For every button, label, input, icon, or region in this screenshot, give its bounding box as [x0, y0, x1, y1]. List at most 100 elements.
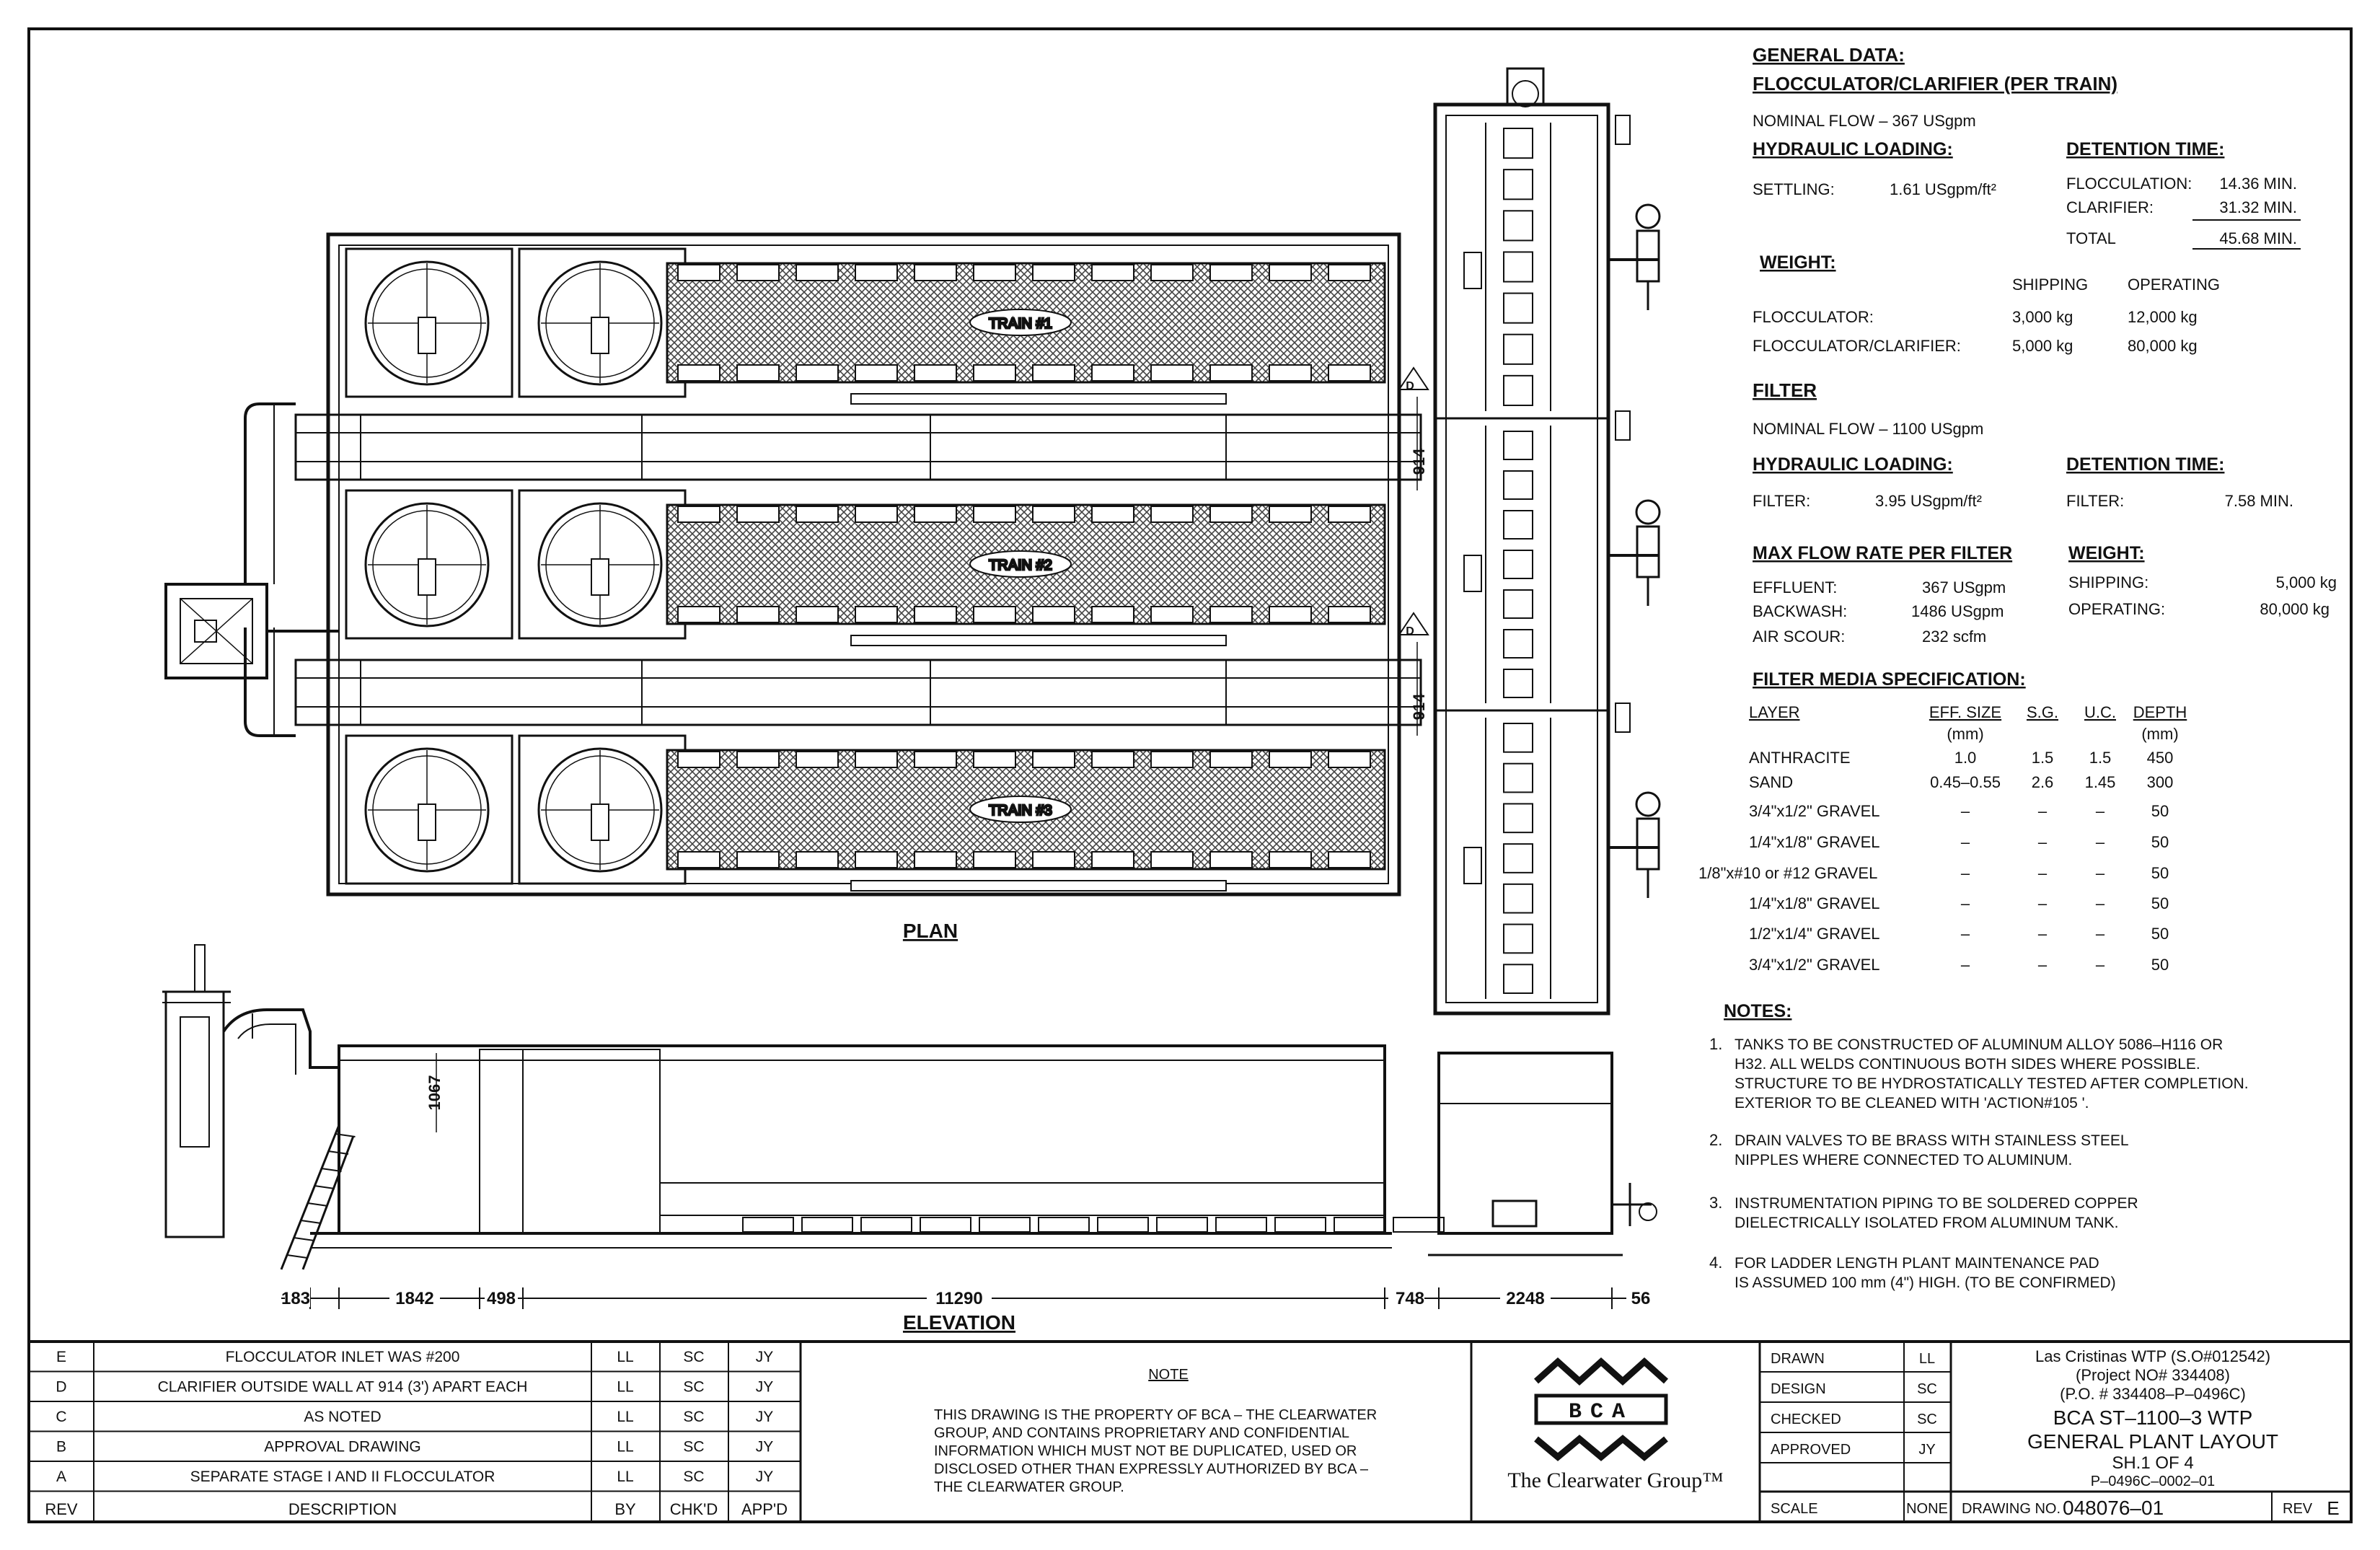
note-line: STRUCTURE TO BE HYDROSTATICALLY TESTED A… — [1735, 1075, 2249, 1092]
valve-body — [1636, 817, 1660, 871]
media-uc: – — [2096, 833, 2105, 851]
inlet-stand — [164, 990, 225, 1238]
media-uc: 1.45 — [2085, 773, 2116, 791]
flocculation-value: 14.36 MIN. — [2219, 175, 2297, 193]
rev-header-by: BY — [614, 1500, 636, 1518]
rev-header-desc: DESCRIPTION — [288, 1500, 397, 1518]
backwash-value: 1486 USgpm — [1911, 602, 2004, 620]
note-block-line: DISCLOSED OTHER THAN EXPRESSLY AUTHORIZE… — [934, 1461, 1369, 1477]
settling-label: SETTLING: — [1753, 180, 1835, 198]
filter-operating-label: OPERATING: — [2068, 600, 2165, 618]
weight-row-1-oper: 12,000 kg — [2128, 308, 2198, 326]
media-eff-size: – — [1961, 956, 1970, 974]
filter-lateral — [1503, 669, 1533, 698]
filter-load-label: FILTER: — [1753, 492, 1810, 510]
media-layer: 1/4"x1/8" GRAVEL — [1749, 894, 1880, 912]
filter-shipping-label: SHIPPING: — [2068, 573, 2148, 591]
filter-operating-value: 80,000 kg — [2260, 600, 2330, 618]
filter-lateral — [1503, 510, 1533, 540]
tank-outline — [326, 232, 1401, 897]
rev-value: E — [2327, 1497, 2339, 1519]
dim-2248: 2248 — [1506, 1289, 1544, 1308]
media-uc: 1.5 — [2089, 749, 2112, 767]
filter-lateral — [1503, 210, 1533, 242]
rev-description: AS NOTED — [304, 1409, 381, 1425]
media-eff-size: 0.45–0.55 — [1930, 773, 2001, 791]
filter-weight-heading: WEIGHT: — [2068, 543, 2145, 563]
filter-lateral — [1503, 629, 1533, 659]
rev-letter: D — [56, 1379, 66, 1396]
media-depth: 50 — [2151, 802, 2169, 820]
clarifier-label: CLARIFIER: — [2066, 198, 2154, 216]
bca-logo-mark — [1533, 1357, 1669, 1461]
filter-lateral — [1503, 251, 1533, 283]
project-number: (Project NO# 334408) — [2076, 1366, 2230, 1384]
marker-d-1 — [1398, 366, 1429, 390]
rev-approved: JY — [756, 1468, 774, 1485]
marker-d-label-1: D — [1406, 380, 1414, 392]
filter-lateral — [1503, 292, 1533, 324]
train-label: TRAIN #2 — [989, 558, 1052, 573]
filter-shipping-value: 5,000 kg — [2276, 573, 2337, 591]
rev-approved: JY — [756, 1379, 774, 1396]
elev-height-dim: 1067 — [426, 1075, 444, 1111]
flocculator-heading: FLOCCULATOR/CLARIFIER (PER TRAIN) — [1753, 73, 2117, 94]
media-eff-size: – — [1961, 864, 1970, 882]
signoff-initials: SC — [1917, 1412, 1937, 1427]
drawing-no-value: 048076–01 — [2063, 1497, 2164, 1519]
filter-lateral — [1503, 964, 1533, 995]
filter-lateral — [1503, 470, 1533, 500]
dim-498: 498 — [487, 1289, 516, 1308]
signoff-label: CHECKED — [1771, 1412, 1841, 1427]
note-line: DIELECTRICALLY ISOLATED FROM ALUMINUM TA… — [1735, 1215, 2119, 1231]
note-number: 1. — [1709, 1035, 1722, 1053]
media-heading: FILTER MEDIA SPECIFICATION: — [1753, 669, 2026, 690]
media-uc: – — [2096, 894, 2105, 912]
media-sg: – — [2038, 925, 2048, 943]
floc-hydraulic-heading: HYDRAULIC LOADING: — [1753, 139, 1953, 159]
rev-approved: JY — [756, 1439, 774, 1456]
valve-actuator — [1635, 499, 1661, 525]
weight-row-2-ship: 5,000 kg — [2012, 337, 2073, 355]
signoff-label: DESIGN — [1771, 1381, 1826, 1397]
rev-checked: SC — [683, 1379, 704, 1396]
note-line: EXTERIOR TO BE CLEANED WITH 'ACTION#105 … — [1735, 1095, 2089, 1111]
note-line: DRAIN VALVES TO BE BRASS WITH STAINLESS … — [1735, 1132, 2129, 1149]
inlet-pipe — [244, 402, 296, 737]
total-label: TOTAL — [2066, 229, 2116, 247]
drawing-no-label: DRAWING NO. — [1962, 1501, 2061, 1517]
note-block: THIS DRAWING IS THE PROPERTY OF BCA – TH… — [934, 1407, 1377, 1495]
media-sg: – — [2038, 894, 2048, 912]
note-number: 4. — [1709, 1254, 1722, 1272]
scale-label: SCALE — [1771, 1501, 1818, 1517]
drawing-title-1: BCA ST–1100–3 WTP — [2053, 1406, 2253, 1429]
filter-lateral — [1503, 169, 1533, 201]
filter-lateral — [1503, 723, 1533, 753]
project-name: Las Cristinas WTP (S.O#012542) — [2035, 1347, 2270, 1365]
rev-by: LL — [617, 1468, 633, 1485]
clarifier-value: 31.32 MIN. — [2219, 198, 2297, 216]
sheet-number: SH.1 OF 4 — [2112, 1453, 2193, 1473]
signoff-label: DRAWN — [1771, 1351, 1825, 1367]
dim-56: 56 — [1631, 1289, 1651, 1308]
elevation-view — [162, 944, 1657, 1270]
floc-nominal-flow: NOMINAL FLOW – 367 USgpm — [1753, 112, 1976, 130]
floc-detention-heading: DETENTION TIME: — [2066, 139, 2224, 159]
media-sg: – — [2038, 833, 2048, 851]
rev-letter: E — [56, 1349, 66, 1365]
train-2: TRAIN #2 — [345, 489, 1386, 646]
filter-elevation — [1437, 1052, 1613, 1235]
media-sg: – — [2038, 864, 2048, 882]
weight-row-2-label: FLOCCULATOR/CLARIFIER: — [1753, 337, 1961, 355]
media-depth: 300 — [2147, 773, 2174, 791]
effluent-value: 367 USgpm — [1922, 578, 2006, 596]
media-eff-size: – — [1961, 802, 1970, 820]
operating-col: OPERATING — [2128, 276, 2220, 294]
flocculator-impeller — [537, 502, 663, 628]
valve-body — [1636, 525, 1660, 578]
filter-lateral — [1503, 374, 1533, 406]
flocculator-cell — [345, 247, 514, 398]
